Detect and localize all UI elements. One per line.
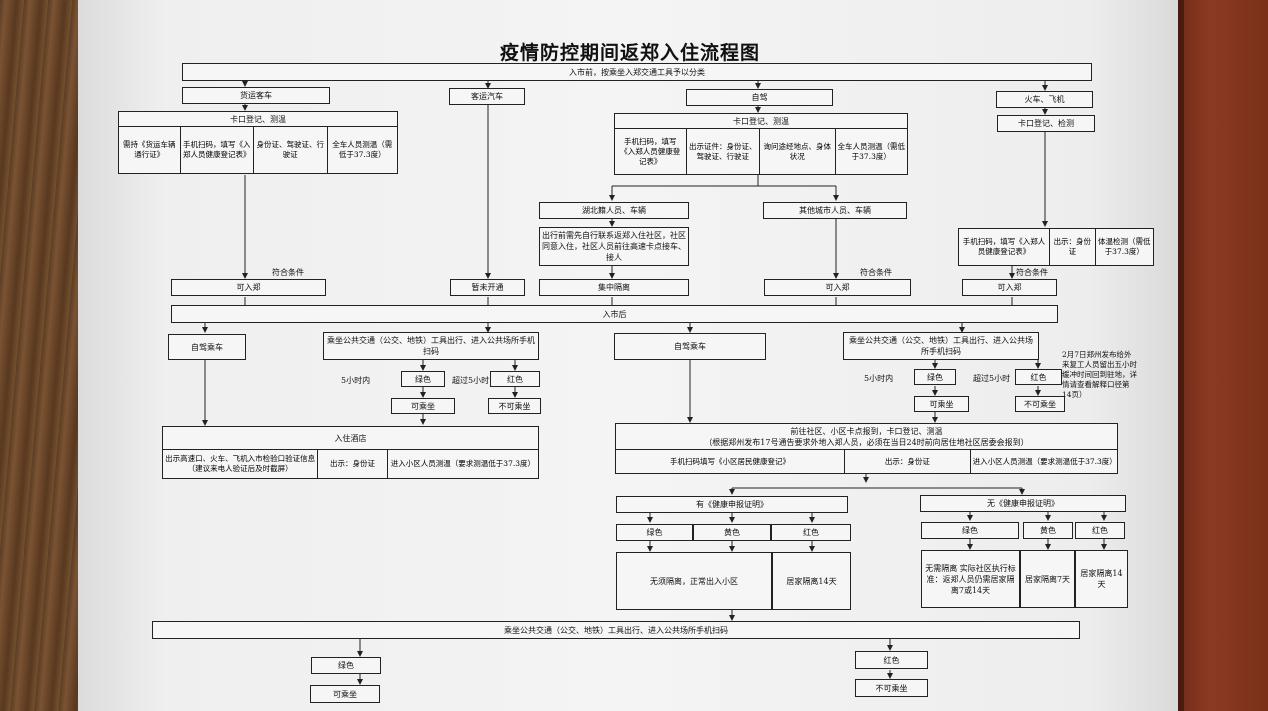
home-14-node-no: 居家隔离14天: [1075, 550, 1128, 608]
self-req-3: 询问途经地点、身体状况: [760, 129, 836, 174]
self-req-2: 出示证件：身份证、驾驶证、行驶证: [687, 129, 761, 174]
green-code-node-right: 绿色: [914, 369, 956, 385]
can-enter-node-freight: 可入郑: [171, 279, 326, 296]
hotel-checkin-node: 入住酒店: [162, 426, 539, 450]
self-drive-node: 自驾: [686, 89, 833, 106]
hubei-instruction-node: 出行前需先自行联系返郑入住社区，社区同意入住，社区人员前往高速卡点接车、接人: [539, 227, 689, 266]
red-node-no: 红色: [1075, 522, 1125, 539]
has-health-cert-node: 有《健康申报证明》: [616, 496, 848, 513]
central-quarantine-node: 集中隔离: [539, 279, 689, 296]
self-drive-ride-node-right: 自驾乘车: [614, 333, 766, 360]
freight-req-4: 全车人员测温（需低于37.3度）: [332, 140, 393, 159]
self-req-4: 全车人员测温（需低于37.3度）: [837, 141, 906, 161]
top-category-bar: 入市前，按乘坐入郑交通工具予以分类: [182, 63, 1092, 81]
green-node-bottom: 绿色: [311, 657, 381, 674]
can-enter-node-train: 可入郑: [962, 279, 1057, 296]
community-report-title: 前往社区、小区卡点报到，卡口登记、测温: [790, 426, 943, 436]
no-isolation-actual-node: 无需隔离 实际社区执行标准：返郑人员仍需居家隔离7或14天: [921, 550, 1020, 608]
freight-vehicle-node: 货运客车: [182, 87, 330, 104]
hubei-node: 湖北籍人员、车辆: [539, 202, 689, 219]
red-node-bottom: 红色: [855, 651, 928, 669]
no-health-cert-node: 无《健康申报证明》: [920, 495, 1126, 512]
after-entry-bar: 入市后: [171, 305, 1058, 323]
green-node-has: 绿色: [616, 524, 693, 541]
community-report-node: 前往社区、小区卡点报到，卡口登记、测温 （根据郑州发布17号通告要求外地入郑人员…: [615, 423, 1118, 450]
red-code-node-right: 红色: [1015, 369, 1062, 385]
not-opened-node: 暂未开通: [450, 279, 525, 296]
meet-condition-label-3: 符合条件: [1016, 268, 1048, 277]
meet-condition-label-1: 符合条件: [272, 268, 304, 277]
other-city-node: 其他城市人员、车辆: [763, 202, 907, 219]
over-5h-label-right: 超过5小时: [973, 374, 1011, 383]
within-5h-label-right: 5小时内: [864, 374, 894, 383]
side-note-text: 2月7日郑州发布给外来复工人员留出五小时缓冲时间回到驻地，详情请查看解释口径第1…: [1062, 350, 1137, 399]
freight-req-3: 身份证、驾驶证、行驶证: [254, 127, 328, 173]
no-isolation-node: 无须隔离，正常出入小区: [616, 552, 772, 610]
green-node-no: 绿色: [921, 522, 1019, 539]
cannot-ride-node-bottom: 不可乘坐: [855, 679, 928, 697]
community-requirements-row: 手机扫码填写《小区居民健康登记》 出示：身份证 进入小区人员测温（要求测温低于3…: [615, 449, 1118, 474]
red-folder: [1172, 0, 1268, 711]
community-req-1: 手机扫码填写《小区居民健康登记》: [616, 450, 846, 473]
train-req-1: 手机扫码，填写《入郑人员健康登记表》: [959, 229, 1051, 265]
cannot-ride-node-left: 不可乘坐: [488, 398, 541, 414]
can-ride-node-bottom: 可乘坐: [310, 685, 380, 703]
train-requirements-row: 手机扫码，填写《入郑人员健康登记表》 出示：身份证 体温检测（需低于37.3度）: [958, 228, 1154, 266]
can-enter-node-self: 可入郑: [764, 279, 911, 296]
red-node-has: 红色: [771, 524, 851, 541]
can-ride-node-right: 可乘坐: [914, 396, 969, 412]
freight-checkpoint-node: 卡口登记、测温: [118, 111, 398, 127]
page-title: 疫情防控期间返郑入住流程图: [499, 42, 760, 64]
coach-bus-node: 客运汽车: [449, 88, 525, 105]
hotel-requirements-row: 出示高速口、火车、飞机入市检验口验证信息（建议来电人验证后及时截屏） 出示：身份…: [162, 449, 539, 479]
self-drive-checkpoint-node: 卡口登记、测温: [614, 113, 908, 129]
freight-requirements-row: 需持《货运车辆通行证》 手机扫码，填写《入郑人员健康登记表》 身份证、驾驶证、行…: [118, 126, 398, 174]
cannot-ride-node-right: 不可乘坐: [1015, 396, 1065, 412]
home-14-node-has: 居家隔离14天: [772, 552, 851, 610]
meet-condition-label-2: 符合条件: [860, 268, 892, 277]
community-req-3: 进入小区人员测温（要求测温低于37.3度）: [972, 456, 1117, 466]
hotel-req-3: 进入小区人员测温（要求测温低于37.3度）: [390, 459, 535, 468]
self-drive-ride-node-left: 自驾乘车: [168, 334, 246, 360]
hotel-req-1: 出示高速口、火车、飞机入市检验口验证信息（建议来电人验证后及时截屏）: [163, 450, 319, 478]
hotel-req-2: 出示：身份证: [318, 450, 388, 478]
yellow-node-has: 黄色: [693, 524, 771, 541]
green-code-node-left: 绿色: [401, 371, 445, 387]
freight-req-2: 手机扫码，填写《入郑人员健康登记表》: [181, 127, 255, 173]
within-5h-label-left: 5小时内: [341, 376, 371, 385]
train-req-2: 出示：身份证: [1050, 229, 1096, 265]
self-req-1: 手机扫码，填写《入郑人员健康登记表》: [615, 129, 687, 174]
can-ride-node-left: 可乘坐: [391, 398, 455, 414]
freight-req-1: 需持《货运车辆通行证》: [119, 127, 181, 173]
community-req-2: 出示：身份证: [845, 450, 971, 473]
self-drive-requirements-row: 手机扫码，填写《入郑人员健康登记表》 出示证件：身份证、驾驶证、行驶证 询问途经…: [614, 128, 908, 175]
home-7-node: 居家隔离7天: [1020, 550, 1075, 608]
bottom-public-transit-bar: 乘坐公共交通（公交、地铁）工具出行、进入公共场所手机扫码: [152, 621, 1080, 639]
red-code-node-left: 红色: [490, 371, 540, 387]
train-plane-node: 火车、飞机: [996, 91, 1093, 108]
public-transit-node-right: 乘坐公共交通（公交、地铁）工具出行、进入公共场所手机扫码: [843, 332, 1039, 360]
train-checkpoint-node: 卡口登记、检测: [997, 115, 1095, 132]
yellow-node-no: 黄色: [1023, 522, 1073, 539]
train-req-3: 体温检测（需低于37.3度）: [1098, 237, 1151, 256]
community-report-subtitle: （根据郑州发布17号通告要求外地入郑人员，必须在当日24时前向居住地社区居委会报…: [704, 437, 1029, 447]
public-transit-node-left: 乘坐公共交通（公交、地铁）工具出行、进入公共场所手机扫码: [323, 332, 539, 360]
over-5h-label-left: 超过5小时: [452, 376, 490, 385]
folder-edge: [1178, 0, 1184, 711]
